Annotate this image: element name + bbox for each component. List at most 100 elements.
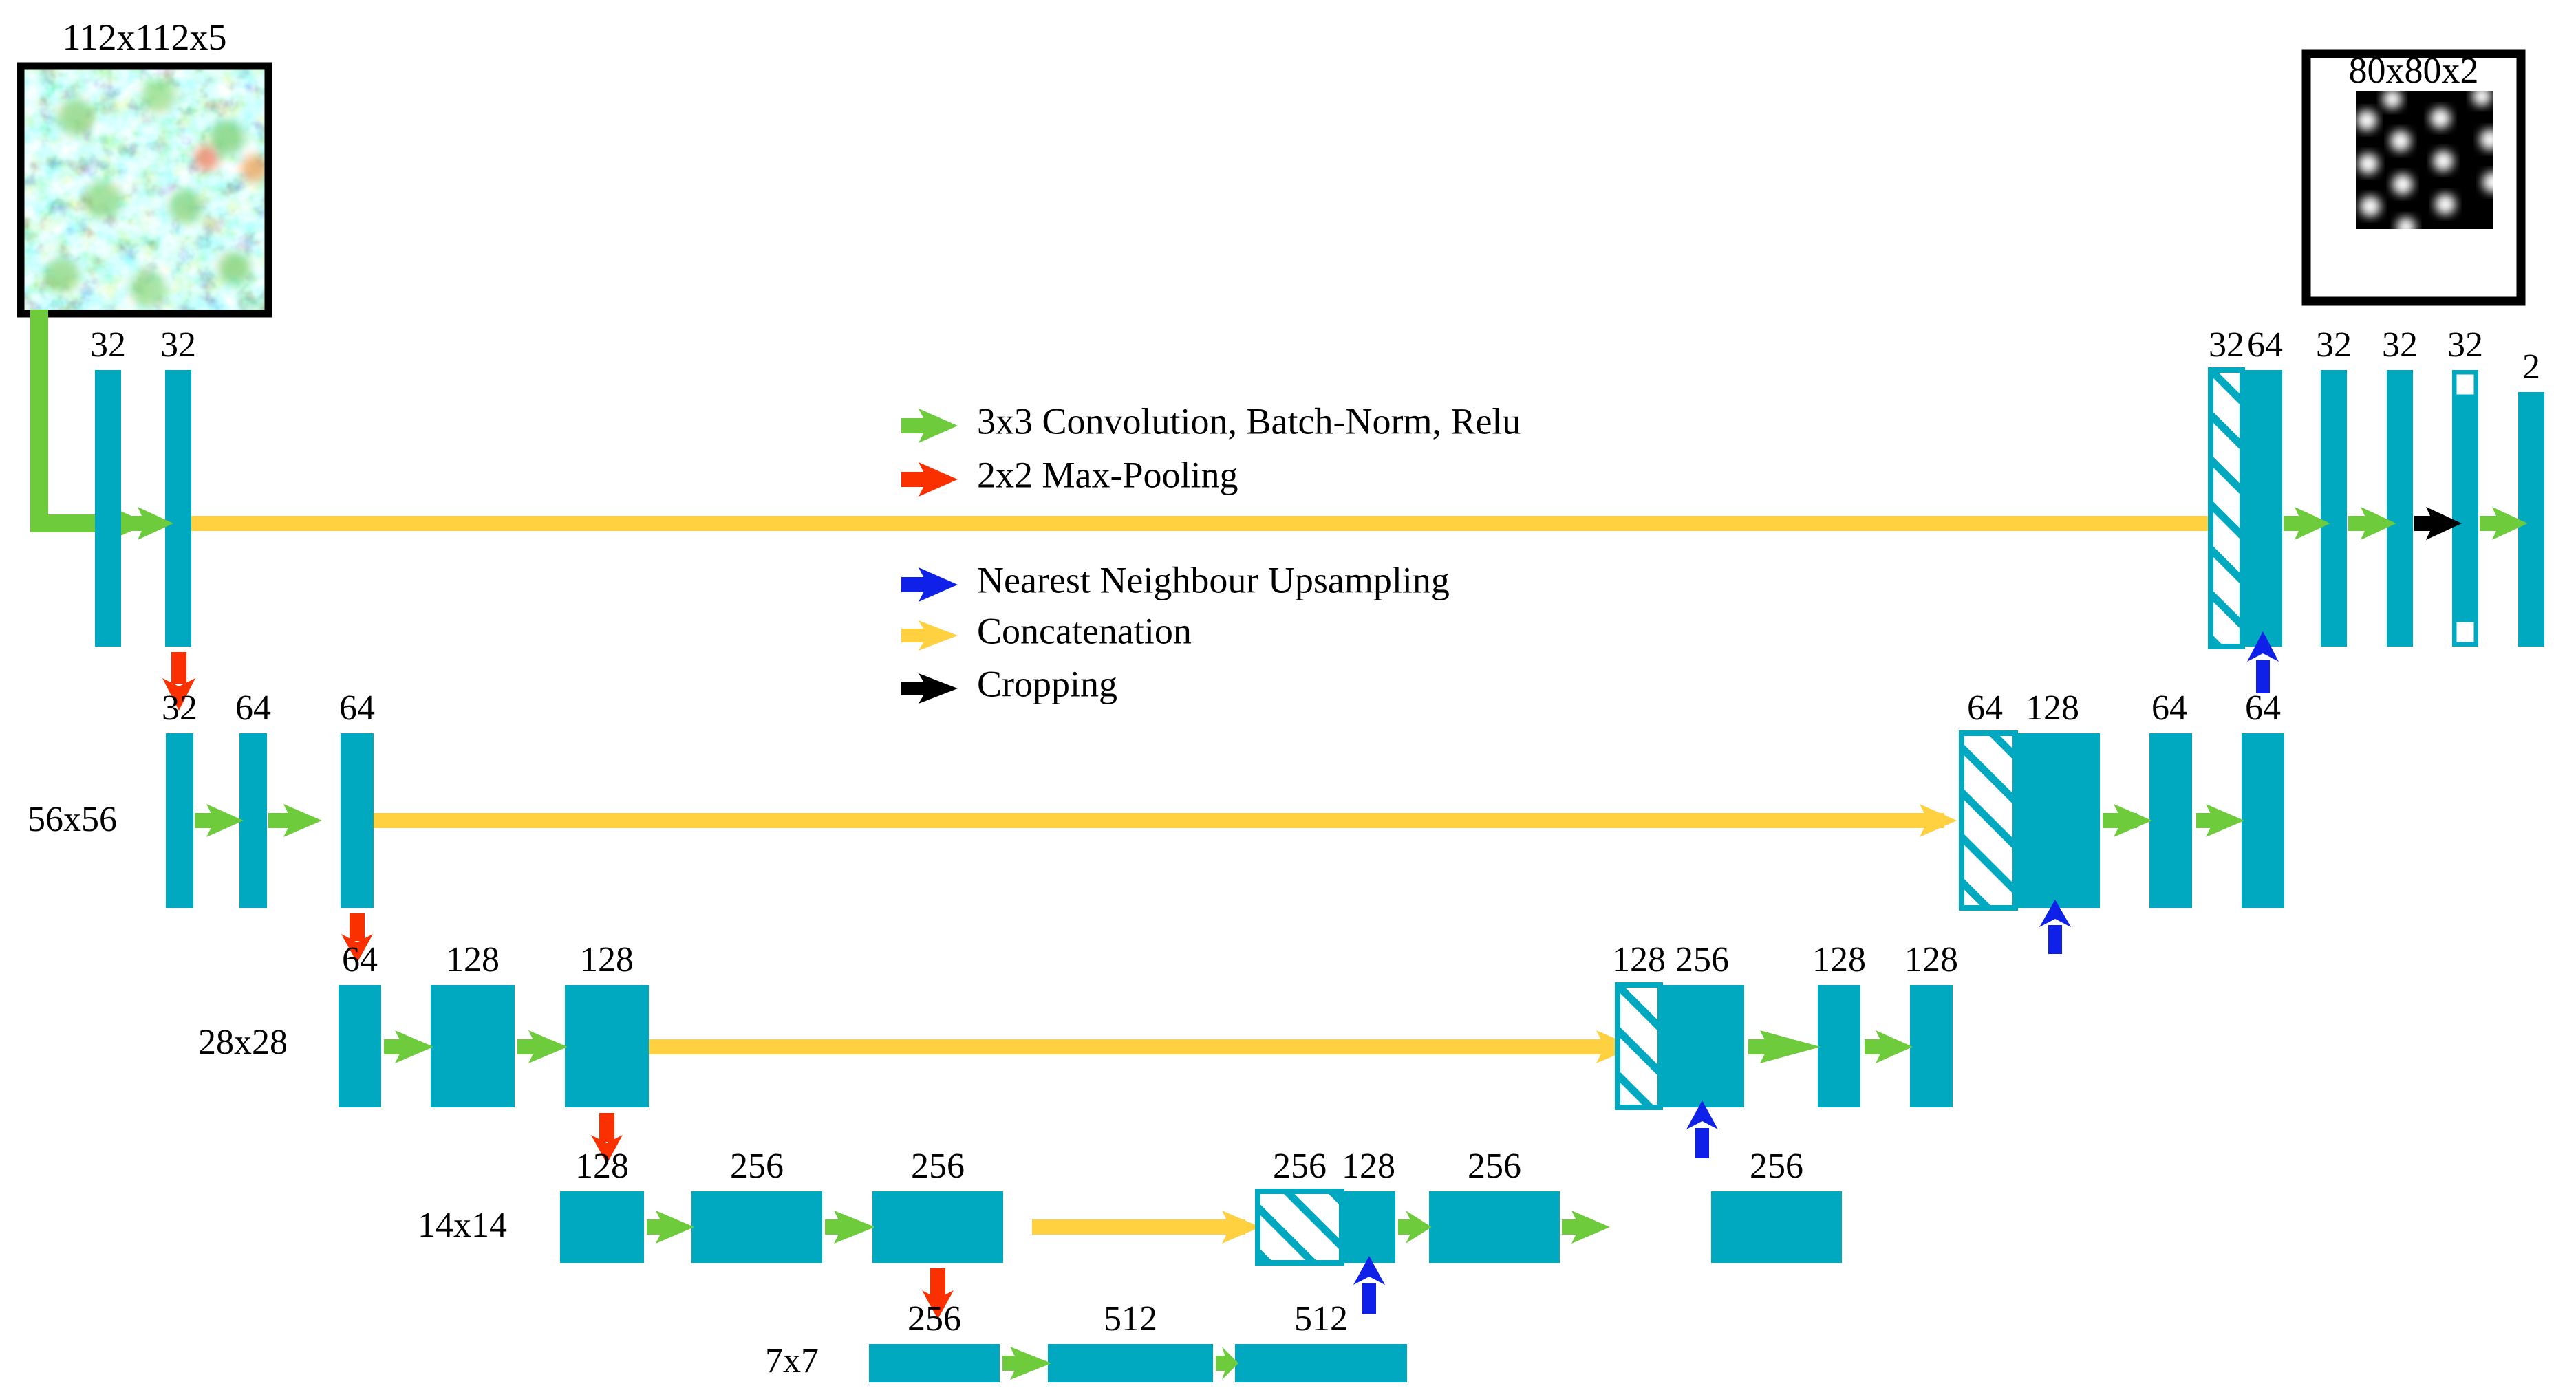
block-l2-dec-skip [1959,730,2018,911]
block-l1-dec-skip [2208,367,2245,649]
crop-arrow-l1 [2414,507,2462,540]
conv-arrow-l4-4 [1562,1211,1610,1244]
pool-arrow-l1 [162,652,195,711]
conv-arrow-l2-4 [2196,804,2244,837]
block-l4-dec-2 [1429,1191,1560,1263]
block-l2-enc-3 [341,733,374,908]
label-l4-enc-1: 128 [575,1147,629,1186]
legend-item-upsample: Nearest Neighbour Upsampling [901,559,1450,602]
input-image-group [17,62,272,318]
block-l2-enc-2 [239,733,267,908]
pool-arrow-l3 [591,1113,623,1164]
label-l1-dec-out: 2 [2522,347,2540,387]
conv-arrow-l3-1 [384,1030,433,1063]
block-l3-dec-skip [1615,982,1663,1110]
input-image-label: 112x112x5 [63,17,227,58]
legend-item-pool: 2x2 Max-Pooling [901,454,1238,497]
level-2-encoder [166,733,374,908]
crop-arrow-icon-shaft [901,682,933,695]
pool-arrow-l4 [922,1268,954,1319]
level-1-encoder [95,370,191,647]
output-image-label: 80x80x2 [2349,50,2479,91]
conv-arrow-l1-3 [2348,507,2396,540]
label-l1-dec-skip: 32 [2209,325,2244,365]
legend-item-conv: 3x3 Convolution, Batch-Norm, Relu [901,400,1521,443]
label-l1-dec-4: 32 [2447,325,2483,365]
conv-arrow-l2-2 [268,804,322,837]
label-l2-dec-skip: 64 [1967,688,2003,728]
label-l5-enc-1: 256 [908,1299,961,1338]
label-l1-dec-1: 64 [2247,325,2283,365]
upsample-arrow-l1 [2247,631,2279,693]
upsample-arrow-icon-shaft [901,577,933,592]
pool-arrow-l2 [341,913,373,963]
upsample-arrow-icon-head [919,567,958,602]
conv-arrow-l3-3 [1748,1030,1821,1063]
label-l4-dec-2: 256 [1468,1147,1521,1186]
block-l2-dec-1 [2015,733,2100,908]
pool-arrow-icon-shaft [901,472,933,487]
label-l1-enc-1: 32 [90,325,126,365]
block-l1-dec-out [2518,392,2544,647]
concat-arrow-icon-head [919,620,958,651]
label-l4-enc-3: 256 [911,1147,965,1186]
output-image-group [2301,49,2526,306]
crop-notch-top [2453,371,2478,398]
upsample-arrow-l4 [1353,1256,1385,1314]
conv-arrow-l3-4 [1865,1030,1913,1063]
level-3-decoder [1615,982,1953,1158]
label-l2-enc-1: 32 [162,688,197,728]
block-l4-enc-1 [560,1191,644,1263]
block-l1-dec-1 [2242,370,2282,647]
block-l5-enc-2 [1048,1344,1213,1382]
label-l3-dec-1: 256 [1675,940,1729,979]
label-l3-dec-3: 128 [1904,940,1958,979]
concat-line-l4 [1032,1211,1260,1244]
legend: 3x3 Convolution, Batch-Norm, Relu 2x2 Ma… [901,400,1521,704]
output-image-dots [2357,91,2493,229]
level-4-decoder [1255,1189,1842,1314]
block-l4-enc-3 [872,1191,1003,1263]
label-l4-dec-skip: 256 [1273,1147,1327,1186]
label-l4-dec-3: 256 [1750,1147,1803,1186]
label-l1-dec-2: 32 [2316,325,2352,365]
legend-label-pool: 2x2 Max-Pooling [977,454,1238,495]
label-l2-res: 56x56 [28,800,117,839]
level-4-encoder [560,1191,1003,1263]
block-l5-enc-3 [1235,1344,1407,1382]
conv-arrow-l1-4 [2480,507,2528,540]
concat-arrow-icon-shaft [901,629,933,642]
label-l3-enc-2: 128 [446,940,500,979]
conv-arrow-icon-shaft [901,418,933,433]
label-l3-dec-2: 128 [1812,940,1866,979]
label-l2-dec-2: 64 [2151,688,2187,728]
legend-item-crop: Cropping [901,663,1117,704]
legend-item-concat: Concatenation [901,610,1192,651]
label-l1-enc-2: 32 [160,325,196,365]
block-l3-enc-2 [431,985,515,1107]
block-l1-enc-1 [95,370,121,647]
block-l2-dec-2 [2149,733,2192,908]
block-l1-dec-2 [2321,370,2347,647]
block-l3-dec-1 [1660,985,1744,1107]
label-l5-enc-2: 512 [1104,1299,1157,1338]
label-l1-dec-3: 32 [2382,325,2418,365]
label-l3-enc-3: 128 [580,940,634,979]
label-l3-res: 28x28 [198,1023,288,1062]
label-l2-enc-3: 64 [339,688,375,728]
label-l2-dec-1: 128 [2026,688,2079,728]
level-1-decoder [2208,367,2544,693]
conv-arrow-l3-2 [517,1030,568,1063]
legend-label-crop: Cropping [977,663,1117,704]
conv-arrow-l2-1 [195,804,244,837]
level-3-encoder [339,985,649,1107]
block-l1-dec-3 [2387,370,2413,647]
conv-arrow-l5-2 [1216,1347,1238,1380]
conv-arrow-l2-3 [2103,804,2152,837]
legend-label-concat: Concatenation [977,610,1192,651]
crop-notch-bottom [2453,618,2478,646]
legend-label-upsample: Nearest Neighbour Upsampling [977,559,1450,600]
block-l3-dec-3 [1910,985,1953,1107]
